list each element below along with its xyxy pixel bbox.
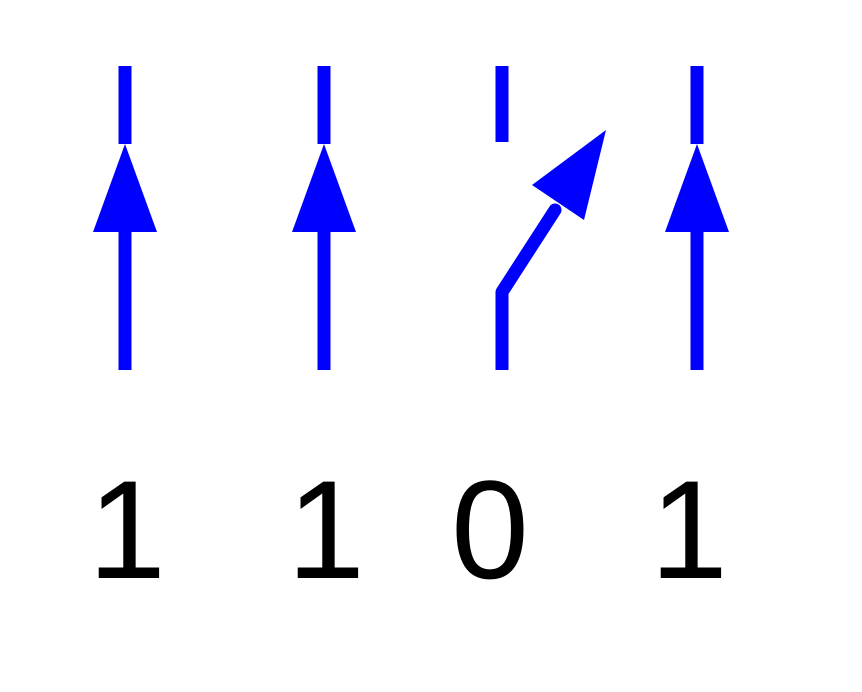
switch-3-bit-label: 0	[451, 451, 529, 608]
switch-3-arrowhead-icon	[532, 130, 606, 220]
switch-4-bit-label: 1	[650, 451, 728, 608]
switch-1-arrowhead-icon	[93, 144, 157, 232]
switch-4-arrowhead-icon	[665, 144, 729, 232]
switch-2-bit-label: 1	[287, 451, 365, 608]
switch-4: 1	[650, 66, 729, 608]
switch-1: 1	[88, 66, 166, 608]
switch-3-lever-shaft	[495, 203, 562, 299]
switch-2-arrowhead-icon	[292, 144, 356, 232]
switch-1-bit-label: 1	[88, 451, 166, 608]
switch-3: 0	[451, 66, 606, 608]
switch-2: 1	[287, 66, 365, 608]
